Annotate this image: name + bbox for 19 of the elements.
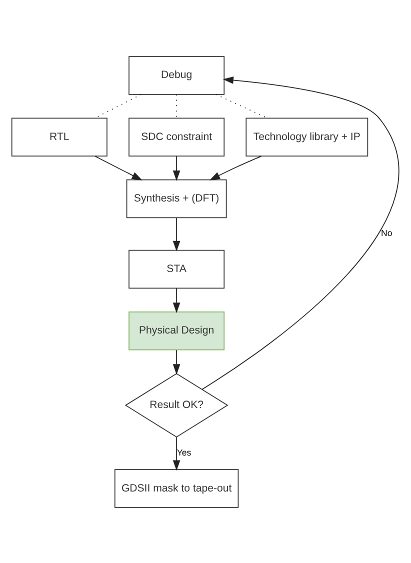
- arrow: [172, 155, 180, 181]
- node-diamond: Result OK?: [124, 372, 228, 438]
- node-box: Technology library + IP: [246, 117, 368, 156]
- node-box: GDSII mask to tape-out: [114, 468, 239, 508]
- arrow: [172, 349, 180, 374]
- arrow: [94, 155, 142, 180]
- node-box: SDC constraint: [128, 117, 225, 156]
- node-box: Synthesis + (DFT): [126, 178, 227, 218]
- node-box: RTL: [11, 117, 108, 156]
- arrow: [172, 287, 180, 313]
- arrow: [172, 436, 180, 470]
- edge-label: Yes: [176, 447, 192, 458]
- arrow: [172, 217, 180, 251]
- node-box: Debug: [128, 56, 225, 94]
- node-box: Physical Design: [128, 311, 225, 350]
- edge-label: No: [380, 228, 392, 238]
- node-box: STA: [128, 249, 225, 288]
- arrow: [202, 76, 400, 390]
- arrow: [209, 155, 262, 180]
